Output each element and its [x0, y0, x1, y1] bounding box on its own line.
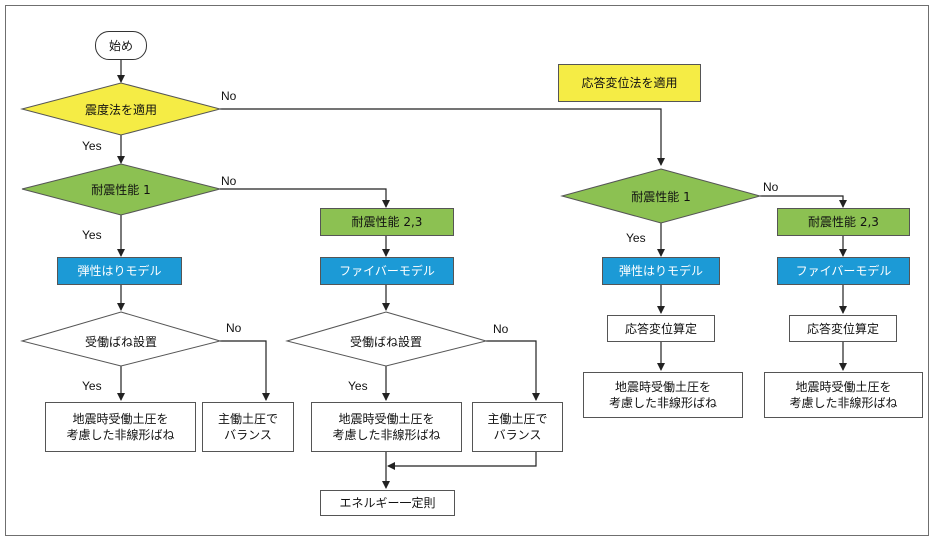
label-yes-seismic: Yes: [82, 139, 102, 153]
nonlinear-spring-mid: 地震時受働土圧を 考慮した非線形ばね: [311, 402, 462, 452]
label-no-spring-mid: No: [493, 322, 509, 336]
decision-perf1-left-diamond: [21, 163, 221, 216]
decision-spring-mid-label: 受働ばね設置: [349, 335, 422, 349]
decision-seismic-diamond: [20, 82, 222, 136]
label-no-perf1-right: No: [763, 180, 779, 194]
decision-perf1-right-label: 耐震性能 1: [631, 190, 691, 204]
performance-23-mid: 耐震性能 2,3: [320, 208, 454, 236]
edge-active-to-join: [387, 452, 537, 470]
edge-spring-left-no: [220, 340, 270, 401]
edge-spring-mid-no: [486, 340, 540, 401]
elastic-beam-model-left: 弾性はりモデル: [57, 257, 182, 285]
label-yes-spring-left: Yes: [82, 379, 102, 393]
label-no-spring-left: No: [226, 321, 242, 335]
nonlinear-spring-r1: 地震時受働土圧を 考慮した非線形ばね: [583, 372, 743, 418]
edge-seismic-no: [220, 108, 665, 166]
elastic-beam-model-right: 弾性はりモデル: [602, 257, 720, 285]
decision-spring-left-diamond: [20, 311, 222, 367]
label-yes-spring-mid: Yes: [348, 379, 368, 393]
edge-perf1-left-no: [220, 188, 390, 208]
diagram-frame: [5, 5, 929, 536]
label-yes-perf1-left: Yes: [82, 228, 102, 242]
decision-seismic-label: 震度法を適用: [84, 103, 157, 117]
decision-spring-mid-diamond: [285, 311, 488, 367]
label-no-seismic: No: [221, 89, 237, 103]
label-yes-perf1-right: Yes: [626, 231, 646, 245]
decision-spring-left-label: 受働ばね設置: [84, 335, 157, 349]
decision-perf1-right-diamond: [560, 168, 762, 224]
fiber-model-right: ファイバーモデル: [777, 257, 910, 285]
decision-perf1-left-label: 耐震性能 1: [91, 183, 151, 197]
response-displacement-r2: 応答変位算定: [789, 315, 897, 342]
nonlinear-spring-left: 地震時受働土圧を 考慮した非線形ばね: [45, 402, 196, 452]
active-pressure-balance-mid: 主働土圧で バランス: [472, 402, 563, 452]
response-displacement-r1: 応答変位算定: [607, 315, 715, 342]
fiber-model-mid: ファイバーモデル: [320, 257, 454, 285]
edge-perf1-right-no: [760, 195, 847, 208]
energy-conservation-box: エネルギー一定則: [320, 490, 455, 516]
label-no-perf1-left: No: [221, 174, 237, 188]
start-node: 始め: [95, 31, 147, 60]
active-pressure-balance-left: 主働土圧で バランス: [202, 402, 294, 452]
performance-23-right: 耐震性能 2,3: [777, 208, 910, 236]
response-displacement-note: 応答変位法を適用: [558, 64, 701, 102]
nonlinear-spring-r2: 地震時受働土圧を 考慮した非線形ばね: [764, 372, 923, 418]
